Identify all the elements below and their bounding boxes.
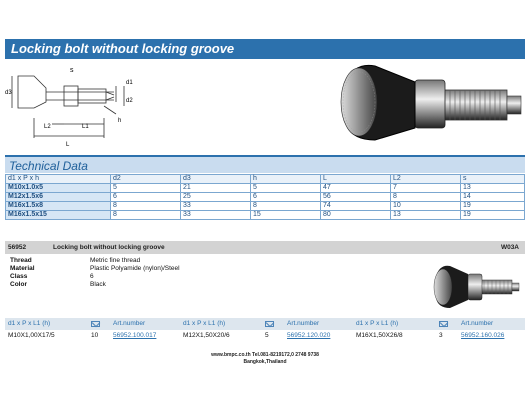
table-cell: 15	[250, 210, 321, 220]
table-cell: 6	[110, 192, 181, 202]
mail-icon	[265, 321, 274, 327]
table-cell: 8	[110, 201, 181, 211]
property-key: Color	[10, 281, 27, 288]
table-cell: 8	[390, 192, 461, 202]
product-properties: Thread Metric fine thread Material Plast…	[10, 257, 180, 289]
table-cell: 21	[180, 183, 251, 193]
drawing-outline	[11, 75, 125, 138]
mail-icon	[91, 321, 100, 327]
product-photo	[340, 64, 522, 141]
article-row: M10X1,00X17/5 10 56952.100.017 M12X1,50X…	[5, 331, 525, 341]
property-row: Material Plastic Polyamide (nylon)/Steel	[10, 265, 180, 273]
col-header: L	[320, 174, 391, 184]
article-header: d1 x P x L1 (h) Art.number d1 x P x L1 (…	[5, 318, 525, 330]
col-header: d1 x P x h	[5, 174, 111, 184]
table-cell: 13	[460, 183, 525, 193]
table-cell: 47	[320, 183, 391, 193]
property-value: Plastic Polyamide (nylon)/Steel	[90, 265, 180, 272]
table-cell: 6	[250, 192, 321, 202]
label-d3: d3	[5, 90, 12, 96]
property-value: Metric fine thread	[90, 257, 141, 264]
table-cell: M16x1.5x15	[5, 210, 111, 220]
table-row: M12x1.5x6 6 25 6 56 8 14	[5, 192, 525, 202]
property-row: Class 6	[10, 273, 180, 281]
mail-icon	[439, 321, 448, 327]
label-l: L	[66, 142, 70, 148]
table-cell: 5	[250, 183, 321, 193]
table-cell: 25	[180, 192, 251, 202]
table-cell: 33	[180, 201, 251, 211]
article-link[interactable]: 56952.120.020	[287, 332, 331, 339]
table-cell: M12x1.5x6	[5, 192, 111, 202]
table-cell: M16x1.5x8	[5, 201, 111, 211]
table-cell: 80	[320, 210, 391, 220]
technical-data-header: Technical Data	[5, 155, 525, 173]
table-row: M16x1.5x8 8 33 8 74 10 19	[5, 201, 525, 211]
property-key: Class	[10, 273, 28, 280]
product-thumbnail	[433, 265, 520, 308]
property-key: Thread	[10, 257, 32, 264]
table-row: M10x1.0x5 5 21 5 47 7 13	[5, 183, 525, 193]
col-header: h	[250, 174, 321, 184]
property-key: Material	[10, 265, 35, 272]
technical-data-table: d1 x P x h d2 d3 h L L2 s M10x1.0x5 5 21…	[5, 174, 525, 220]
footer-contact: www.bmpc.co.th Tel.081-8219172,0 2748 97…	[211, 352, 319, 358]
art-col-label: Art.number	[461, 320, 494, 327]
product-header: 56952 Locking bolt without locking groov…	[5, 241, 525, 254]
table-cell: 13	[390, 210, 461, 220]
footer: www.bmpc.co.th Tel.081-8219172,0 2748 97…	[0, 352, 530, 366]
table-cell: M10x1.0x5	[5, 183, 111, 193]
property-row: Thread Metric fine thread	[10, 257, 180, 265]
label-d2: d2	[126, 98, 133, 104]
article-qty: 10	[91, 332, 99, 339]
article-qty: 5	[265, 332, 269, 339]
article-qty: 3	[439, 332, 443, 339]
col-header: d2	[110, 174, 181, 184]
label-s: s	[70, 67, 74, 74]
property-value: 6	[90, 273, 94, 280]
table-cell: 19	[460, 201, 525, 211]
product-name: Locking bolt without locking groove	[53, 244, 165, 251]
table-row: M16x1.5x15 8 33 15 80 13 19	[5, 210, 525, 220]
table-cell: 33	[180, 210, 251, 220]
technical-drawing: s d3 d1 d2 L2 L1 h L	[5, 67, 133, 148]
size-col-label: d1 x P x L1 (h)	[8, 320, 51, 327]
property-row: Color Black	[10, 281, 180, 289]
table-cell: 5	[110, 183, 181, 193]
label-l2: L2	[44, 124, 51, 130]
table-cell: 10	[390, 201, 461, 211]
product-code: 56952	[8, 244, 27, 251]
size-col-label: d1 x P x L1 (h)	[356, 320, 399, 327]
footer-location: Bangkok,Thailand	[243, 359, 287, 365]
table-cell: 7	[390, 183, 461, 193]
col-header: s	[460, 174, 525, 184]
table-cell: 19	[460, 210, 525, 220]
article-size: M10X1,00X17/5	[8, 332, 55, 339]
label-l1: L1	[82, 124, 89, 130]
col-header: d3	[180, 174, 251, 184]
article-size: M16X1,50X26/8	[356, 332, 403, 339]
col-header: L2	[390, 174, 461, 184]
page-title: Locking bolt without locking groove	[5, 39, 525, 59]
product-series: W03A	[500, 244, 519, 251]
table-cell: 8	[250, 201, 321, 211]
label-d1: d1	[126, 80, 133, 86]
table-cell: 74	[320, 201, 391, 211]
article-size: M12X1,50X20/6	[183, 332, 230, 339]
table-header-row: d1 x P x h d2 d3 h L L2 s	[5, 174, 525, 184]
table-cell: 14	[460, 192, 525, 202]
size-col-label: d1 x P x L1 (h)	[183, 320, 226, 327]
art-col-label: Art.number	[287, 320, 320, 327]
article-link[interactable]: 56952.160.026	[461, 332, 505, 339]
table-cell: 8	[110, 210, 181, 220]
article-link[interactable]: 56952.100.017	[113, 332, 157, 339]
label-h: h	[118, 118, 121, 124]
art-col-label: Art.number	[113, 320, 146, 327]
table-cell: 56	[320, 192, 391, 202]
property-value: Black	[90, 281, 106, 288]
